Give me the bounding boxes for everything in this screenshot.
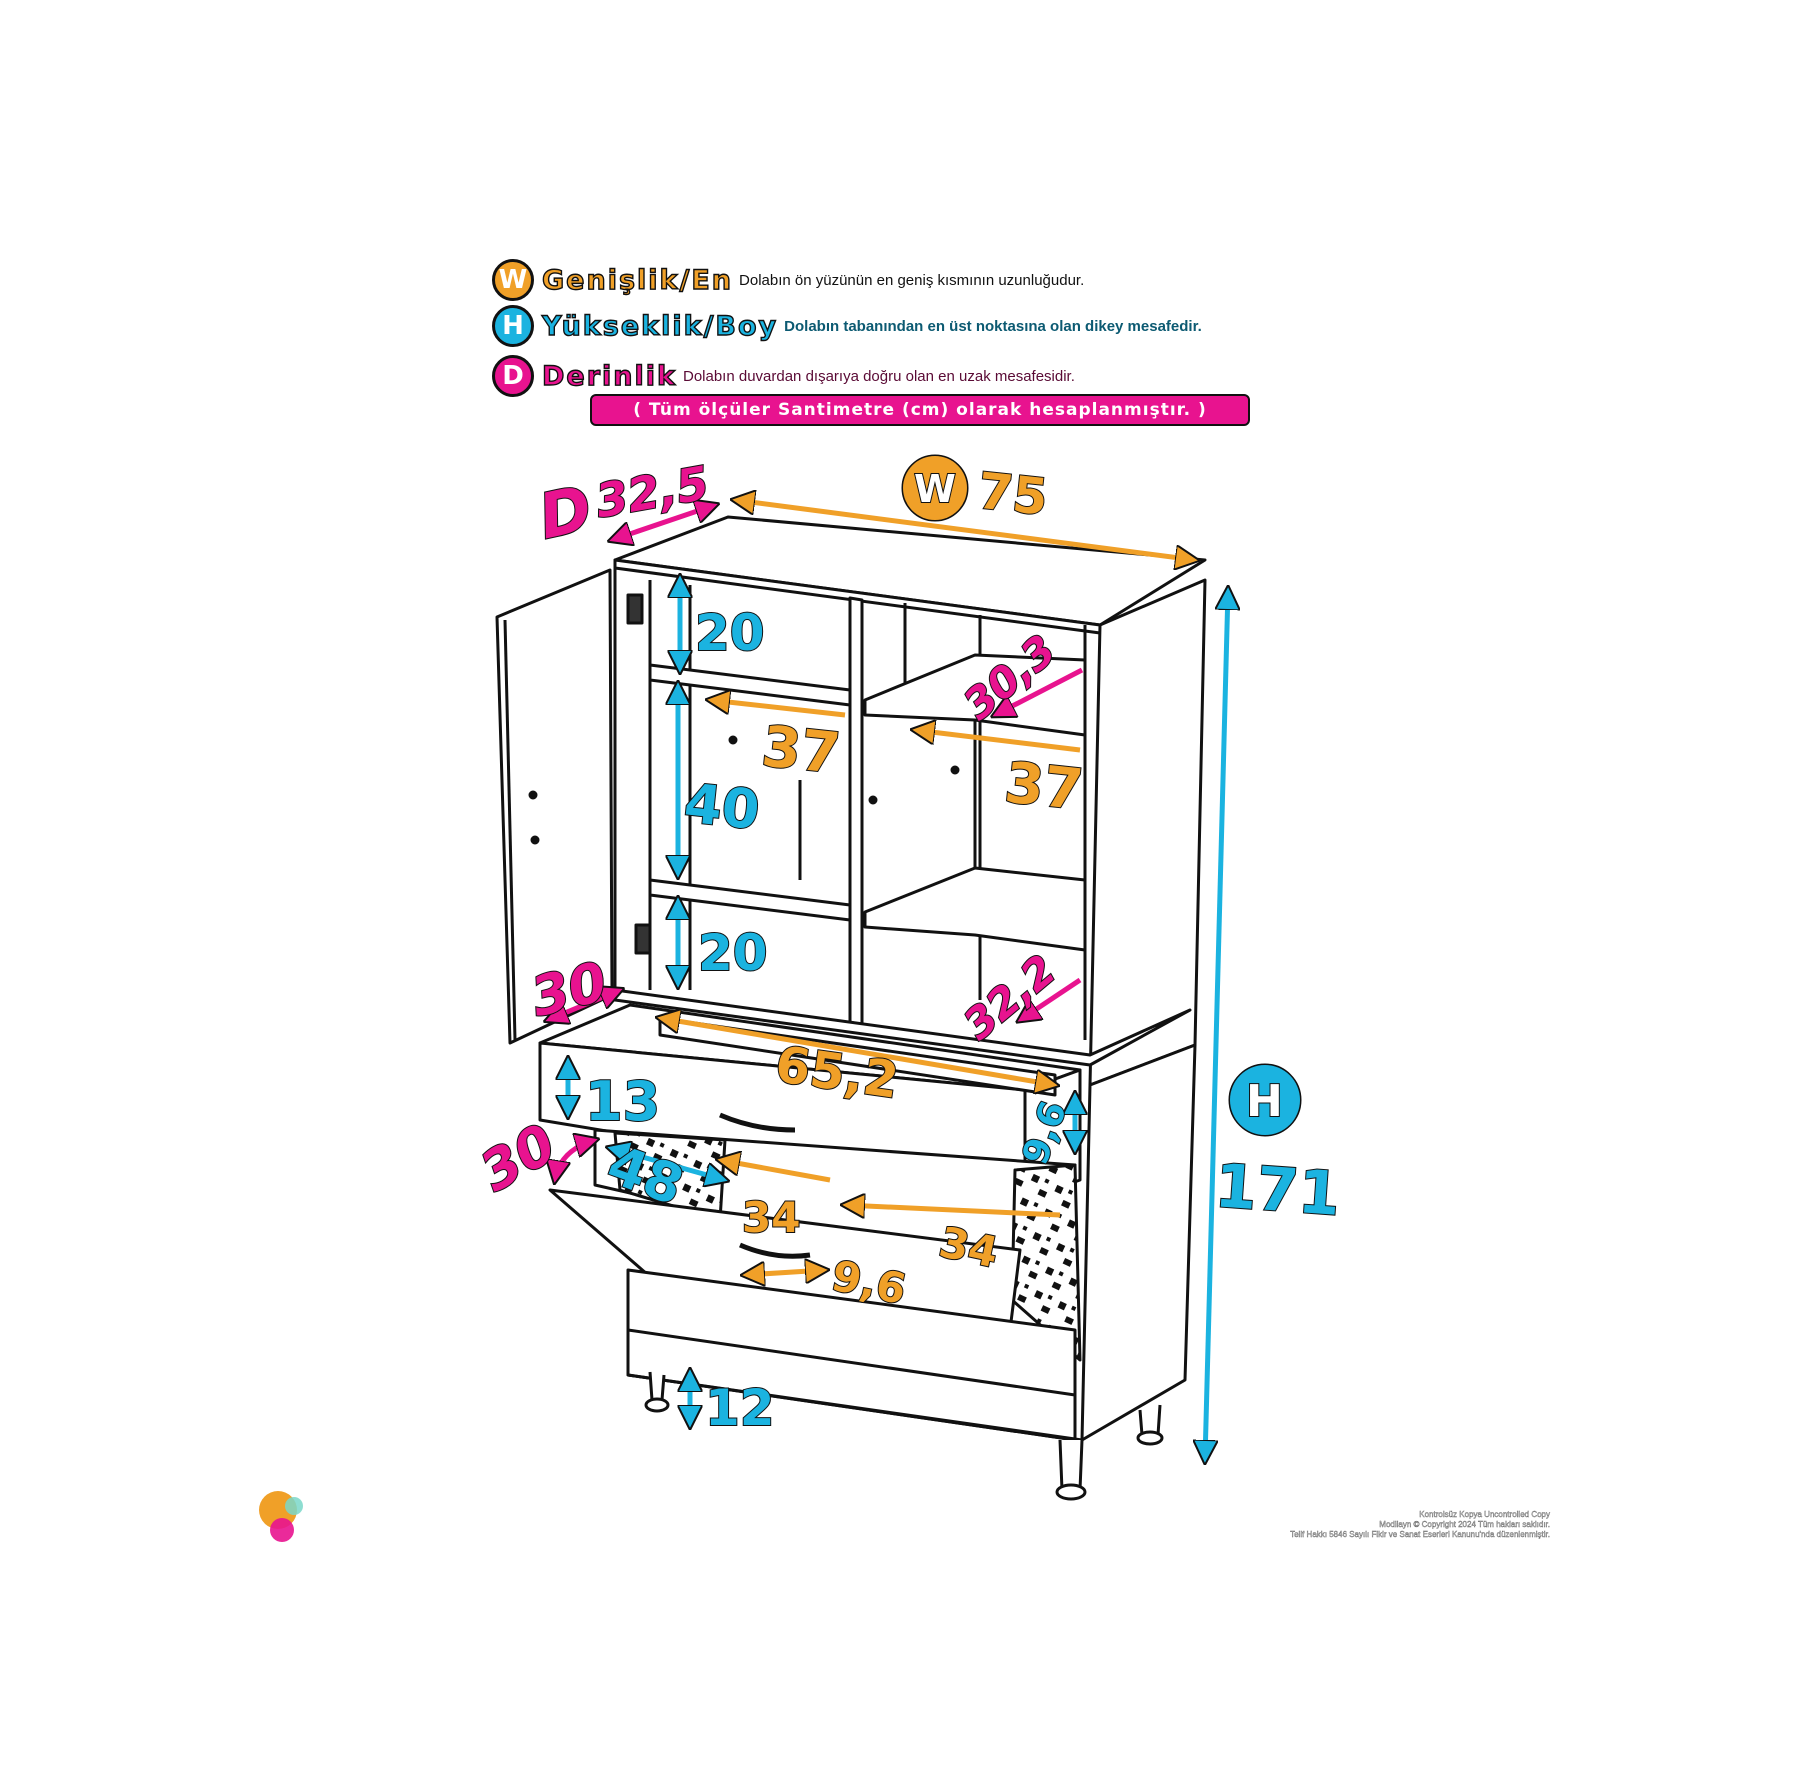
units-note: ( Tüm ölçüler Santimetre (cm) olarak hes…: [590, 394, 1250, 426]
shelf-low-left-label: 20: [698, 924, 768, 982]
width-main-badge-circle: [901, 454, 969, 522]
legend-height-row: H Yükseklik/Boy Dolabın tabanından en üs…: [492, 305, 1202, 347]
height-badge: H: [492, 305, 534, 347]
width-description: Dolabın ön yüzünün en geniş kısmının uzu…: [739, 271, 1085, 289]
copyright-line-1: Kontrolsüz Kopya Uncontrolled Copy: [1419, 1510, 1550, 1519]
shelf-top-left-label: 20: [695, 604, 765, 662]
height-main-badge-circle: [1228, 1063, 1302, 1137]
shoe-width-right-label: 34: [935, 1217, 1002, 1277]
leg-height-label: 12: [705, 1379, 775, 1437]
depth-title: Derinlik: [541, 360, 677, 392]
copyright-line-2: Modilayn © Copyright 2024 Tüm hakları sa…: [1379, 1520, 1550, 1529]
depth-description: Dolabın duvardan dışarıya doğru olan en …: [682, 367, 1075, 385]
width-main-badge: W: [914, 467, 956, 511]
width-title: Genişlik/En: [541, 264, 734, 296]
shelf-width-left-label: 37: [759, 714, 843, 787]
dimension-arrows: [548, 500, 1228, 1460]
height-main-value: 171: [1213, 1151, 1343, 1230]
height-main-badge: H: [1246, 1076, 1283, 1127]
lower-shelf-depth-label: 32,2: [954, 945, 1065, 1049]
copyright-line-3: Telif Hakkı 5846 Sayılı Fikir ve Sanat E…: [1290, 1530, 1550, 1539]
legend-width-row: W Genişlik/En Dolabın ön yüzünün en geni…: [492, 259, 1084, 301]
depth-main-badge: D: [533, 471, 599, 553]
depth-main-value: 32,5: [592, 455, 713, 528]
height-title: Yükseklik/Boy: [541, 310, 779, 342]
width-badge: W: [492, 259, 534, 301]
drawer-height-label: 13: [585, 1070, 660, 1133]
width-main-value: 75: [975, 462, 1050, 527]
shelf-mid-left-label: 40: [681, 771, 762, 842]
brand-logo: [259, 1491, 303, 1542]
shelf-width-right-label: 37: [1002, 751, 1086, 824]
depth-badge: D: [492, 355, 534, 397]
copyright-notice: Kontrolsüz Kopya Uncontrolled Copy Modil…: [1250, 1510, 1550, 1540]
shoe-width-left-label: 34: [742, 1193, 800, 1242]
legend-depth-row: D Derinlik Dolabın duvardan dışarıya doğ…: [492, 355, 1075, 397]
height-description: Dolabın tabanından en üst noktasına olan…: [784, 317, 1202, 335]
